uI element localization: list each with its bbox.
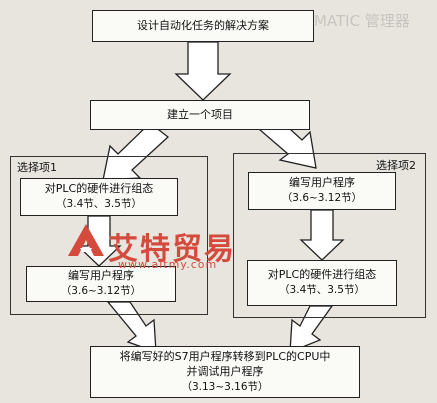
transfer-debug-box: 将编写好的S7用户程序转移到PLC的CPU中 并调试用户程序 （3.13~3.1…: [90, 346, 360, 398]
write-program-1-title: 编写用户程序: [68, 269, 134, 283]
option2-group: [233, 153, 426, 318]
configure-hardware-1-sections: （3.4节、3.5节）: [56, 198, 142, 211]
watermark-url: www.aitmy.com: [118, 258, 218, 271]
configure-hardware-1-title: 对PLC的硬件进行组态: [44, 182, 154, 196]
arrow-plan-to-project: [174, 41, 232, 101]
configure-hardware-2-sections: （3.4节、3.5节）: [279, 284, 365, 297]
configure-hardware-box-2: 对PLC的硬件进行组态 （3.4节、3.5节）: [247, 260, 397, 306]
write-program-1-sections: （3.6~3.12节）: [60, 285, 142, 298]
arrow-prog2-to-hw2: [299, 209, 345, 261]
write-program-box-2: 编写用户程序 （3.6~3.12节）: [248, 172, 396, 210]
write-program-2-sections: （3.6~3.12节）: [281, 192, 363, 205]
design-solution-box: 设计自动化任务的解决方案: [92, 10, 314, 42]
transfer-debug-line1: 将编写好的S7用户程序转移到PLC的CPU中: [119, 350, 331, 364]
create-project-box: 建立一个项目: [90, 100, 310, 130]
option1-label: 选择项1: [17, 161, 57, 174]
create-project-text: 建立一个项目: [167, 107, 233, 121]
watermark-logo-icon: [68, 224, 104, 256]
design-solution-text: 设计自动化任务的解决方案: [137, 18, 269, 32]
option1-group: [10, 156, 208, 315]
configure-hardware-box-1: 对PLC的硬件进行组态 （3.4节、3.5节）: [20, 178, 178, 216]
option2-label: 选择项2: [376, 159, 416, 172]
transfer-debug-line2: 并调试用户程序: [186, 364, 264, 378]
background-header-text: SIMATIC 管理器: [300, 12, 410, 30]
watermark-brand: 艾特贸易: [108, 232, 236, 267]
write-program-box-1: 编写用户程序 （3.6~3.12节）: [26, 266, 176, 302]
write-program-2-title: 编写用户程序: [289, 176, 355, 190]
transfer-debug-sections: （3.13~3.16节）: [181, 380, 269, 393]
configure-hardware-2-title: 对PLC的硬件进行组态: [267, 268, 377, 282]
